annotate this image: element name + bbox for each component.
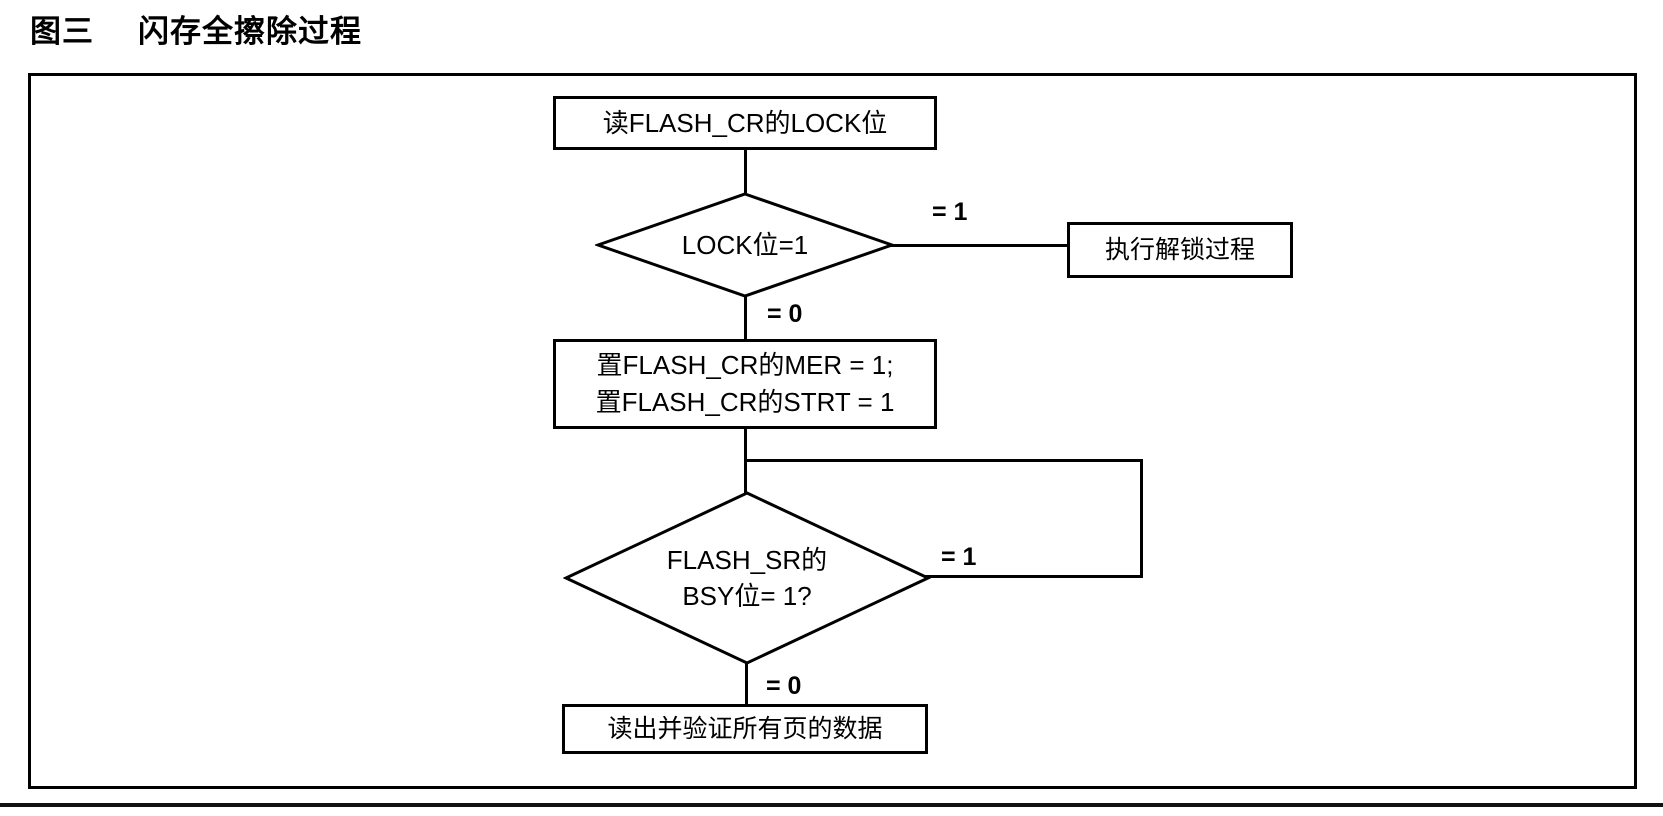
decision-bsy-bit: FLASH_SR的 BSY位= 1? [563, 490, 931, 666]
decision-lock-bit-label: LOCK位=1 [681, 230, 809, 260]
page-bottom-rule [0, 803, 1663, 807]
process-unlock-label: 执行解锁过程 [1104, 235, 1255, 264]
connector-lockdecision-to-unlock [890, 244, 1069, 247]
connector-bsydecision-to-verify [745, 660, 748, 706]
edge-label-lock-yes: = 1 [932, 198, 968, 226]
process-set-strt-line2: 置FLASH_CR的STRT = 1 [595, 387, 895, 417]
process-read-lock-bit-label: 读FLASH_CR的LOCK位 [602, 107, 888, 138]
edge-label-bsy-no: = 0 [766, 672, 802, 700]
process-set-mer-line1: 置FLASH_CR的MER = 1; [596, 350, 894, 380]
loop-bottom-line [922, 575, 1143, 578]
decision-lock-bit: LOCK位=1 [595, 191, 895, 299]
figure-title: 闪存全擦除过程 [138, 14, 362, 49]
figure-caption: 图三 闪存全擦除过程 [30, 6, 362, 51]
edge-label-lock-no: = 0 [767, 300, 803, 328]
process-verify-pages-label: 读出并验证所有页的数据 [607, 714, 883, 743]
process-unlock: 执行解锁过程 [1067, 222, 1293, 278]
connector-lockdecision-to-setbits [744, 294, 747, 341]
figure-frame [28, 73, 1637, 789]
process-read-lock-bit: 读FLASH_CR的LOCK位 [553, 96, 937, 150]
edge-label-bsy-yes: = 1 [941, 543, 977, 571]
process-set-mer-strt: 置FLASH_CR的MER = 1; 置FLASH_CR的STRT = 1 [553, 339, 937, 429]
decision-lock-diamond-shape [595, 192, 895, 298]
loop-right-line [1140, 459, 1143, 578]
decision-bsy-line2: BSY位= 1? [682, 581, 812, 611]
loop-top-line [744, 459, 1143, 462]
figure-number: 图三 [30, 14, 94, 49]
decision-bsy-diamond-shape [563, 491, 931, 665]
process-verify-pages: 读出并验证所有页的数据 [562, 704, 928, 754]
decision-bsy-bit-label: FLASH_SR的 BSY位= 1? [563, 490, 931, 666]
decision-bsy-line1: FLASH_SR的 [666, 545, 828, 575]
connector-readlock-to-lockdecision [744, 149, 747, 195]
